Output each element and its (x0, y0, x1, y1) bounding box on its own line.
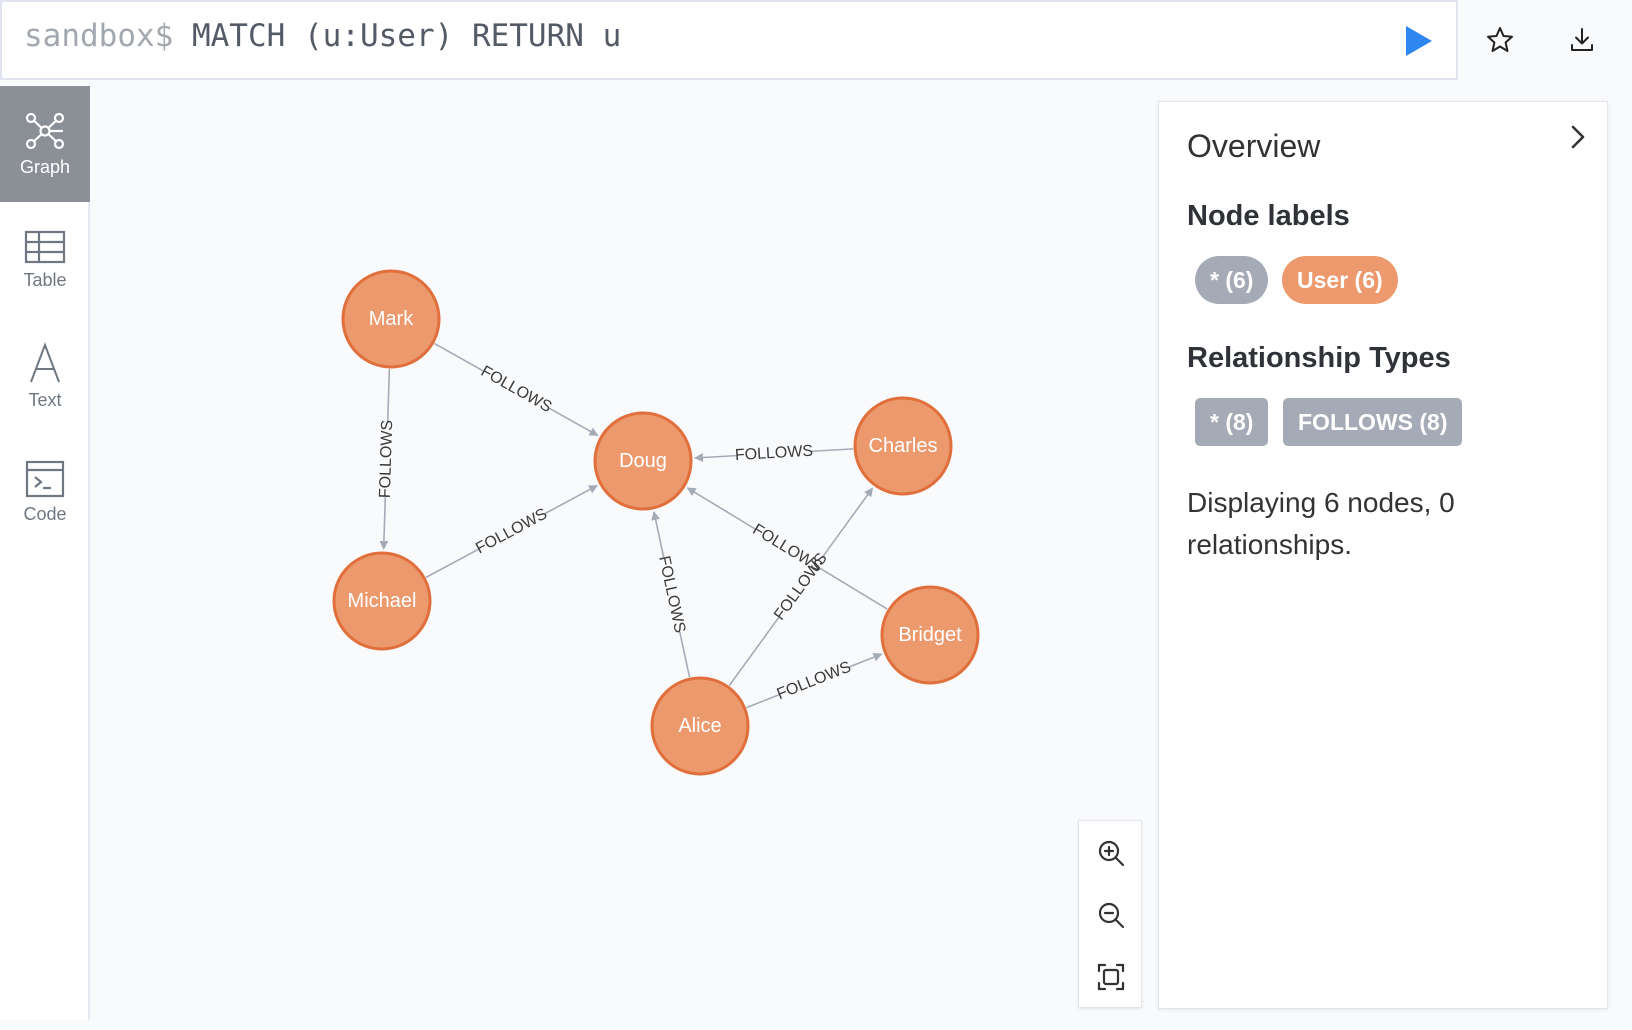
relationship-line (694, 453, 737, 463)
node-label-pill-all[interactable]: * (6) (1195, 256, 1269, 304)
node-alice[interactable]: Alice (650, 676, 750, 776)
overview-panel: Overview Node labels * (6) User (6) Rela… (1158, 101, 1608, 1009)
relationship-label: FOLLOWS (775, 659, 854, 704)
node-michael[interactable]: Michael (332, 551, 432, 651)
relationship-line (386, 368, 391, 422)
node-labels-heading: Node labels (1187, 200, 1350, 232)
sidebar-item-text[interactable]: Text (0, 318, 90, 434)
overview-title: Overview (1187, 128, 1321, 164)
relationship-label: FOLLOWS (377, 420, 396, 499)
sidebar-item-label: Graph (19, 156, 71, 177)
query-bar: sandbox$ MATCH (u:User) RETURN u (0, 0, 1458, 80)
node-circle (341, 269, 441, 369)
node-circle (650, 676, 750, 776)
node-label: Alice (678, 715, 721, 737)
zoom-controls (1078, 820, 1142, 1008)
play-icon[interactable] (1400, 24, 1434, 58)
chevron-right-icon[interactable] (1563, 122, 1593, 152)
sidebar-item-graph[interactable]: Graph (0, 86, 90, 202)
relationship-line (425, 548, 479, 579)
relationship-line (746, 694, 780, 709)
sidebar-item-label: Text (28, 389, 62, 410)
node-label: Bridget (898, 624, 962, 646)
graph-canvas[interactable]: FOLLOWS FOLLOWS FOLLOWS FOLLOWS FOLLOWS FOLLO… (90, 80, 1150, 1030)
relationship-alice-doug[interactable]: FOLLOWS (651, 510, 691, 678)
sidebar-item-label: Table (23, 269, 67, 290)
relationship-label: FOLLOWS (473, 505, 550, 557)
view-sidebar: Graph Table Text Code (0, 86, 90, 1020)
query-input[interactable]: MATCH (u:User) RETURN u (191, 18, 622, 54)
node-circle (332, 551, 432, 651)
rel-type-pill-follows[interactable]: FOLLOWS (8) (1283, 398, 1463, 446)
relationship-label: FOLLOWS (478, 363, 555, 416)
node-label: Doug (619, 450, 667, 472)
star-icon[interactable] (1484, 24, 1516, 56)
graph-icon (25, 112, 65, 149)
node-label: Michael (348, 590, 417, 612)
sidebar-item-label: Code (23, 503, 67, 524)
relationship-line (811, 448, 854, 453)
overview-status: Displaying 6 nodes, 0 relationships. (1187, 487, 1455, 560)
code-icon (25, 460, 65, 497)
node-circle (853, 396, 953, 496)
sidebar-item-table[interactable]: Table (0, 202, 90, 318)
node-mark[interactable]: Mark (341, 269, 441, 369)
relationship-line (651, 510, 665, 558)
node-doug[interactable]: Doug (593, 411, 693, 511)
relationship-types-heading: Relationship Types (1187, 342, 1451, 374)
relationship-alice-bridget[interactable]: FOLLOWS (746, 652, 883, 709)
zoom-out-icon[interactable] (1095, 899, 1127, 931)
relationship-label: FOLLOWS (734, 443, 813, 464)
query-prompt: sandbox$ (24, 18, 174, 54)
node-label-pill-user[interactable]: User (6) (1282, 256, 1398, 304)
relationship-label: FOLLOWS (655, 554, 688, 634)
relationship-line (819, 567, 888, 610)
fit-icon[interactable] (1095, 961, 1127, 993)
relationship-line (678, 631, 691, 678)
sidebar-item-code[interactable]: Code (0, 434, 90, 550)
relationship-michael-doug[interactable]: FOLLOWS (425, 484, 598, 579)
relationship-mark-michael[interactable]: FOLLOWS (377, 368, 396, 550)
relationship-line (728, 617, 780, 686)
rel-type-pill-all[interactable]: * (8) (1195, 398, 1269, 446)
relationship-line (822, 487, 874, 557)
relationship-charles-doug[interactable]: FOLLOWS (694, 443, 854, 464)
node-bridget[interactable]: Bridget (880, 585, 980, 685)
relationship-line (548, 407, 599, 437)
node-label: Charles (869, 435, 938, 457)
download-icon[interactable] (1566, 24, 1598, 56)
node-circle (593, 411, 693, 511)
relationship-line (849, 652, 883, 668)
text-icon (30, 341, 60, 382)
node-charles[interactable]: Charles (853, 396, 953, 496)
zoom-in-icon[interactable] (1095, 837, 1127, 869)
relationship-line (544, 484, 598, 515)
relationship-line (686, 487, 756, 530)
relationship-mark-doug[interactable]: FOLLOWS (434, 342, 599, 437)
relationship-line (434, 342, 484, 372)
node-label: Mark (369, 308, 414, 330)
node-circle (880, 585, 980, 685)
query-editor[interactable]: sandbox$ MATCH (u:User) RETURN u (24, 18, 621, 54)
table-icon (24, 230, 66, 263)
relationship-line (379, 496, 389, 550)
